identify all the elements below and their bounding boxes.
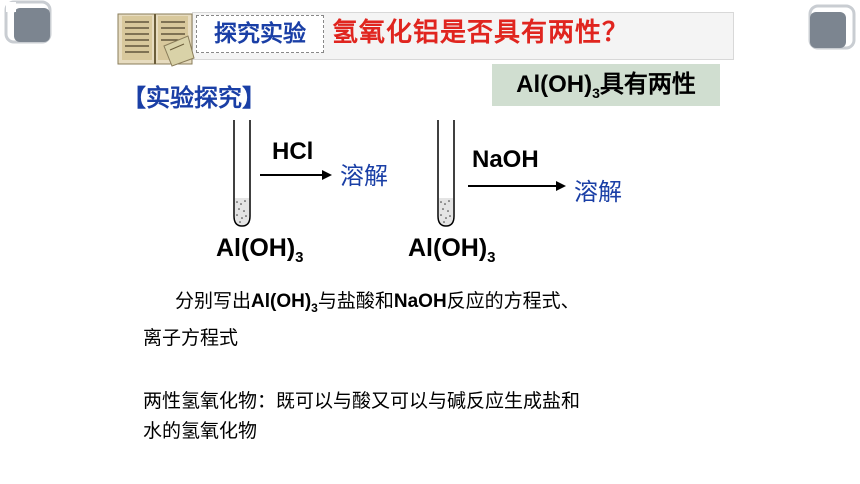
reaction-arrow-icon — [468, 181, 566, 191]
task-base: NaOH — [393, 291, 447, 312]
corner-decoration-left — [4, 0, 52, 44]
formula-label: Al(OH)3 — [408, 234, 496, 266]
result-label: 溶解 — [574, 178, 622, 206]
conclusion-badge: Al(OH)3具有两性 — [492, 64, 720, 106]
definition-paragraph: 两性氢氧化物：既可以与酸又可以与碱反应生成盐和 水的氢氧化物 — [143, 386, 743, 446]
result-label: 溶解 — [340, 162, 388, 190]
section-label: 【实验探究】 — [122, 84, 266, 112]
formula-subscript: 3 — [487, 249, 496, 266]
conclusion-text: 具有两性 — [599, 71, 696, 98]
experiment-tag: 探究实验 — [196, 15, 324, 53]
task-line-1: 分别写出Al(OH)3与盐酸和NaOH反应的方程式、 — [143, 286, 743, 323]
test-tube-icon — [233, 120, 251, 227]
task-text: 反应的方程式、 — [446, 290, 580, 312]
reagent-label: NaOH — [472, 146, 539, 173]
conclusion-formula: Al(OH) — [516, 71, 593, 98]
corner-decoration-right — [808, 4, 856, 50]
reaction-arrow-icon — [260, 170, 332, 180]
task-paragraph: 分别写出Al(OH)3与盐酸和NaOH反应的方程式、 离子方程式 — [143, 286, 743, 353]
task-formula: Al(OH)3 — [251, 291, 318, 315]
test-tube-icon — [437, 120, 455, 227]
task-line-2: 离子方程式 — [143, 326, 239, 349]
task-text: 分别写出 — [175, 290, 252, 312]
page-title: 氢氧化铝是否具有两性？ — [332, 18, 630, 48]
formula-main: Al(OH) — [216, 234, 296, 262]
formula-main: Al(OH) — [408, 234, 488, 262]
reagent-label: HCl — [272, 138, 314, 165]
book-icon — [117, 13, 195, 67]
definition-line-1: 两性氢氧化物：既可以与酸又可以与碱反应生成盐和 — [143, 390, 581, 412]
task-formula-main: Al(OH) — [251, 291, 312, 312]
conclusion-subscript: 3 — [592, 84, 600, 101]
formula-subscript: 3 — [295, 249, 304, 266]
definition-line-2: 水的氢氧化物 — [143, 420, 258, 442]
formula-label: Al(OH)3 — [216, 234, 304, 266]
task-formula-subscript: 3 — [311, 300, 318, 315]
task-text: 与盐酸和 — [317, 290, 394, 312]
